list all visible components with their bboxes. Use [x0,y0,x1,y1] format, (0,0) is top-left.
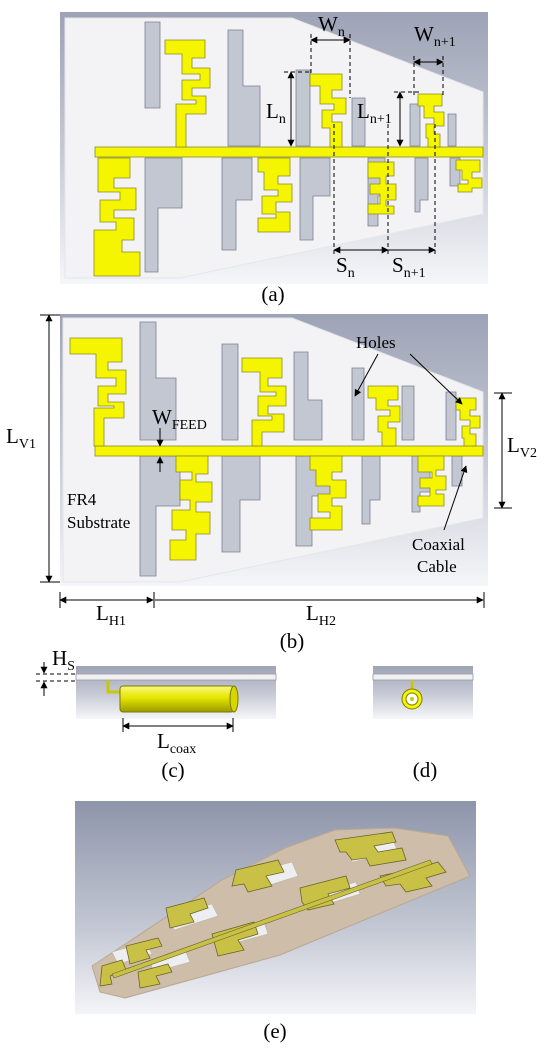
panel-c-dimensions [36,662,234,732]
label-h-s: HS [52,646,75,674]
panel-a-dimensions [284,34,444,256]
panel-d-coax-pin [410,697,414,701]
panel-a: Wn Wn+1 Ln Ln+1 Sn Sn+1 (a) [60,12,488,306]
panel-b-slots [139,321,463,577]
label-w-feed: WFEED [152,405,207,433]
panel-b-dimensions [40,314,512,608]
panel-b-feed-line [94,445,484,457]
label-coaxial: Coaxial [412,535,465,554]
caption-e: (e) [263,1019,286,1043]
caption-c: (c) [161,758,184,782]
label-substrate: Substrate [67,513,130,532]
panel-c-substrate [75,673,277,681]
label-l-h1: LH1 [96,601,126,629]
caption-d: (d) [413,758,438,782]
panel-a-slots [144,21,461,273]
panel-e-patches [99,831,447,989]
panel-e-feed-line [111,859,433,979]
panel-a-patches [93,39,483,277]
label-holes: Holes [356,333,396,352]
panel-c: HS Lcoax (c) [36,646,277,782]
label-l-v2: LV2 [507,433,537,461]
panel-b: LV1 LV2 WFEED LH1 LH2 Holes FR4 Substrat… [6,314,537,653]
caption-a: (a) [261,282,284,306]
caption-b: (b) [280,629,305,653]
label-w-n1: Wn+1 [414,22,456,50]
panel-d: (d) [372,666,474,782]
label-l-n1: Ln+1 [357,99,392,127]
label-fr4: FR4 [67,490,97,509]
label-l-coax: Lcoax [157,729,196,757]
label-s-n1: Sn+1 [392,253,426,281]
panel-e: (e) [75,801,476,1043]
label-l-h2: LH2 [306,601,336,629]
panel-c-coax [119,685,235,713]
label-w-n: Wn [318,12,345,40]
label-cable: Cable [417,557,457,576]
panel-a-feed-line [94,146,484,158]
label-s-n: Sn [336,253,355,281]
panel-c-probe [106,680,120,694]
panel-b-patches [69,337,481,561]
panel-d-substrate [372,673,474,681]
label-l-n: Ln [266,99,286,127]
label-l-v1: LV1 [6,424,36,452]
panel-c-coax-end [229,685,239,713]
